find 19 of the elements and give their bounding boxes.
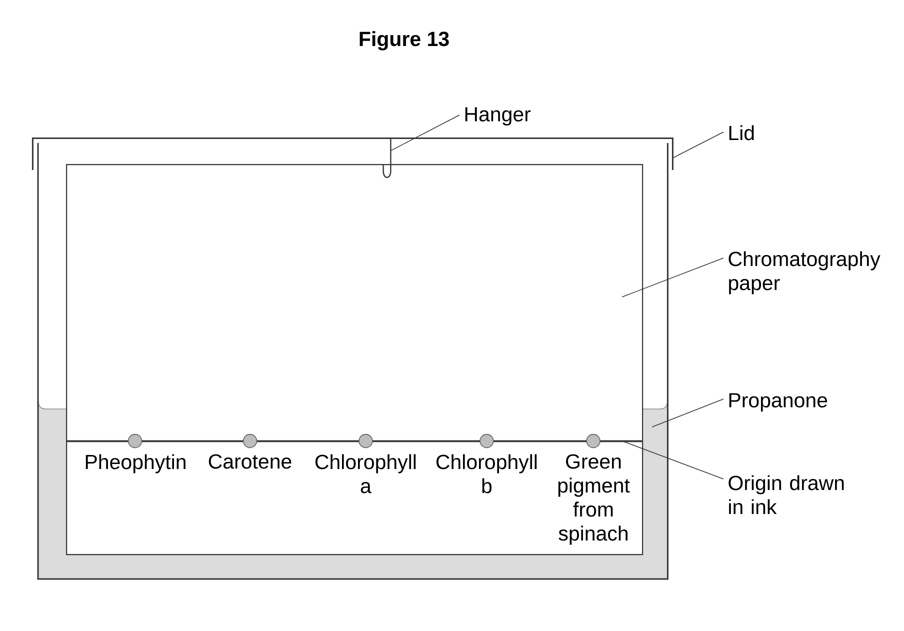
lid [32, 138, 674, 170]
paper-sheet [66, 164, 644, 556]
spot-label: Carotene [208, 454, 292, 469]
leader-line [622, 258, 724, 298]
spot-label: Chlorophyll b [436, 454, 537, 494]
leader-line [622, 440, 724, 480]
part-label: Hanger [465, 107, 531, 126]
hanger-hook [382, 138, 392, 178]
part-label: Lid [729, 125, 754, 140]
spot-label: Green pigment from spinach [558, 454, 630, 545]
spot-label: Pheophytin [86, 454, 186, 474]
leader-line [672, 132, 724, 158]
spot-label: Chlorophyll a [315, 454, 416, 494]
part-label: Chromatography paper [728, 251, 880, 294]
leader-line [652, 398, 724, 428]
leader-line [390, 114, 460, 152]
part-label: Propanone [729, 393, 828, 412]
figure-title: Figure 13 [360, 31, 449, 50]
part-label: Origin drawn in ink [728, 475, 844, 514]
